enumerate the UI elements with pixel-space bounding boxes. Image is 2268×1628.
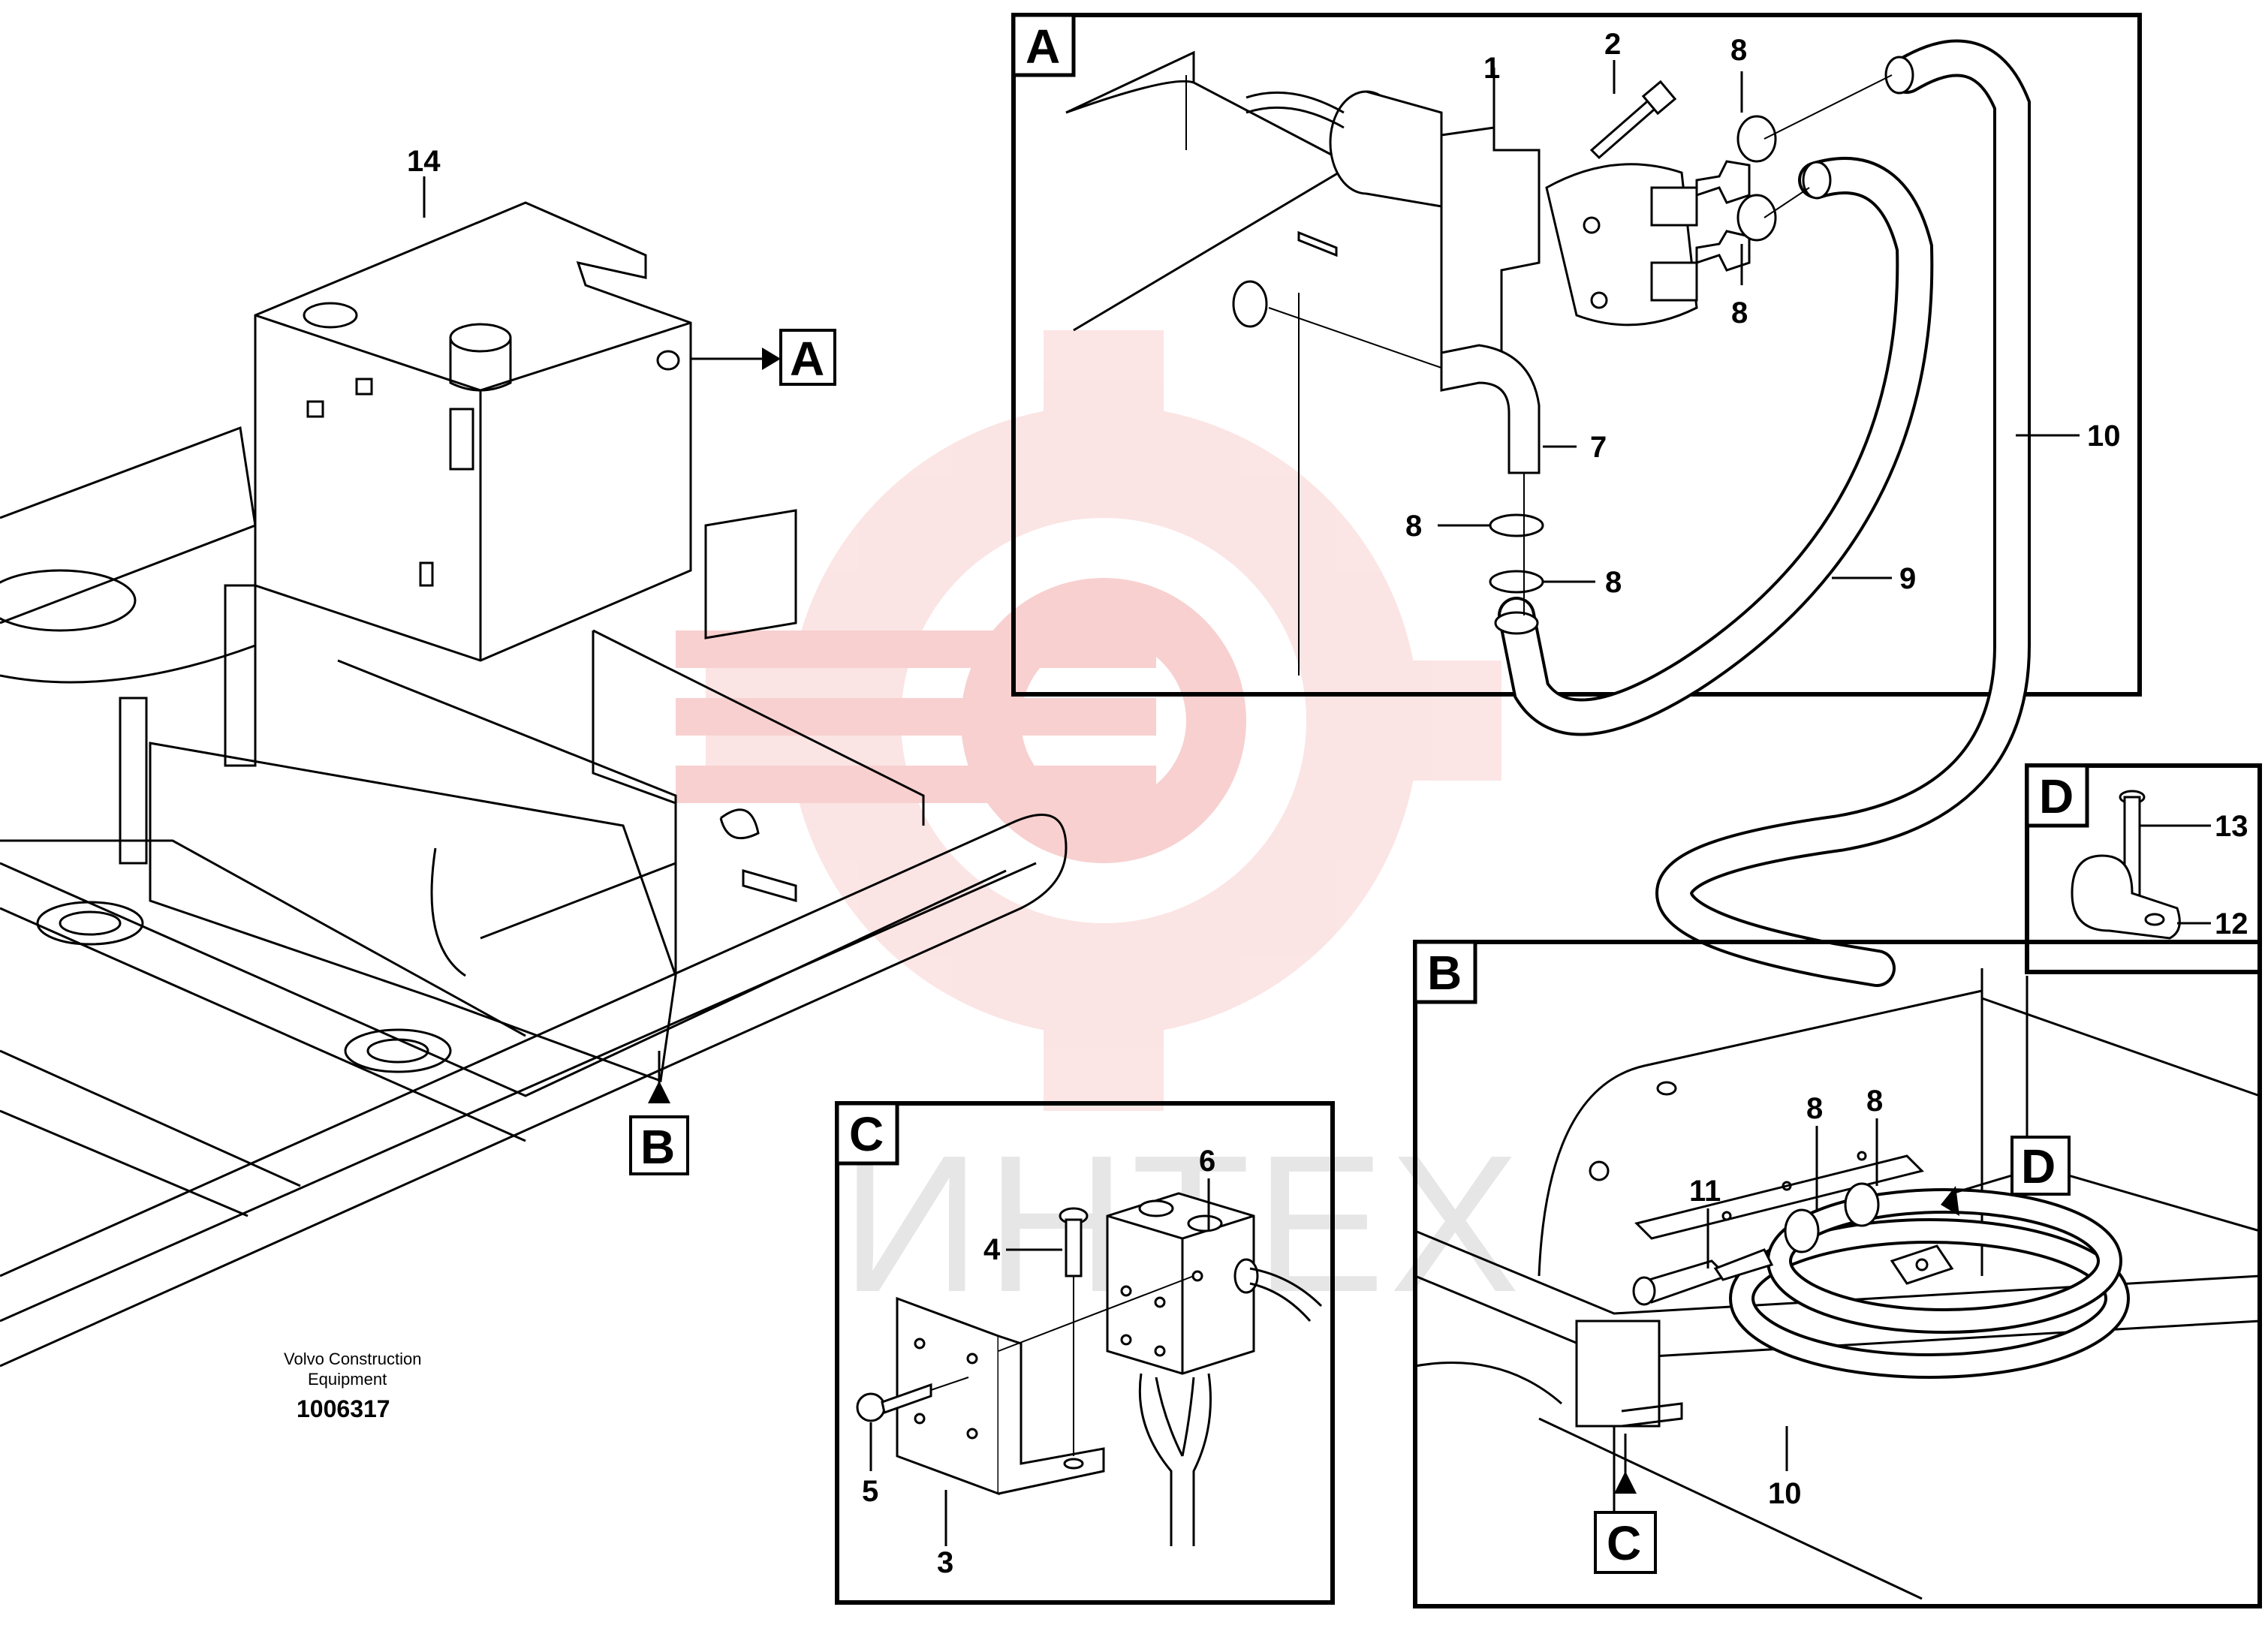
callout-8-b2: 8: [1866, 1085, 1883, 1118]
svg-text:C: C: [849, 1107, 884, 1161]
company-name-line1: Volvo Construction: [284, 1350, 421, 1368]
svg-text:B: B: [1427, 946, 1462, 1000]
callout-2: 2: [1604, 28, 1621, 61]
callout-5: 5: [862, 1475, 878, 1508]
detail-b: B 11 8 8: [1413, 940, 2262, 1608]
callout-1: 1: [1483, 52, 1500, 85]
callout-12: 12: [2215, 907, 2248, 940]
fluid-tank: [254, 201, 692, 662]
callout-10-top: 10: [2087, 420, 2121, 453]
view-marker-c: [1594, 1511, 1657, 1574]
callout-3: 3: [937, 1546, 953, 1579]
detail-c: C 3 5 4: [835, 1101, 1335, 1605]
callout-8-right: 8: [1731, 296, 1748, 330]
view-marker-a: [779, 329, 836, 386]
detail-d: D 13 12: [2025, 763, 2262, 974]
svg-text:C: C: [1607, 1516, 1641, 1570]
callout-13: 13: [2215, 810, 2248, 843]
svg-text:D: D: [2039, 769, 2074, 823]
callout-10-bottom: 10: [1768, 1477, 1802, 1510]
callout-4: 4: [983, 1233, 1001, 1266]
callout-11: 11: [1689, 1175, 1721, 1208]
callout-8-top: 8: [1730, 34, 1747, 67]
callout-8-b1: 8: [1806, 1092, 1823, 1125]
callout-6: 6: [1199, 1145, 1215, 1178]
view-marker-d: [2010, 1136, 2071, 1196]
svg-text:D: D: [2021, 1139, 2056, 1193]
machine-frame: [0, 426, 1068, 1368]
svg-text:A: A: [1026, 20, 1060, 74]
company-name-line2: Equipment: [308, 1370, 387, 1389]
detail-a: A 2 1 8 8: [1011, 13, 2142, 987]
callout-9: 9: [1899, 562, 1916, 595]
drawing-number: 1006317: [297, 1395, 390, 1422]
callout-14: 14: [407, 145, 441, 178]
svg-text:B: B: [640, 1120, 675, 1174]
callout-8-left: 8: [1405, 510, 1422, 543]
callout-8-lower: 8: [1605, 566, 1622, 599]
view-marker-b: [629, 1115, 689, 1175]
svg-text:A: A: [790, 332, 824, 386]
callout-7: 7: [1590, 431, 1607, 464]
watermark-logo: [676, 330, 1501, 1111]
